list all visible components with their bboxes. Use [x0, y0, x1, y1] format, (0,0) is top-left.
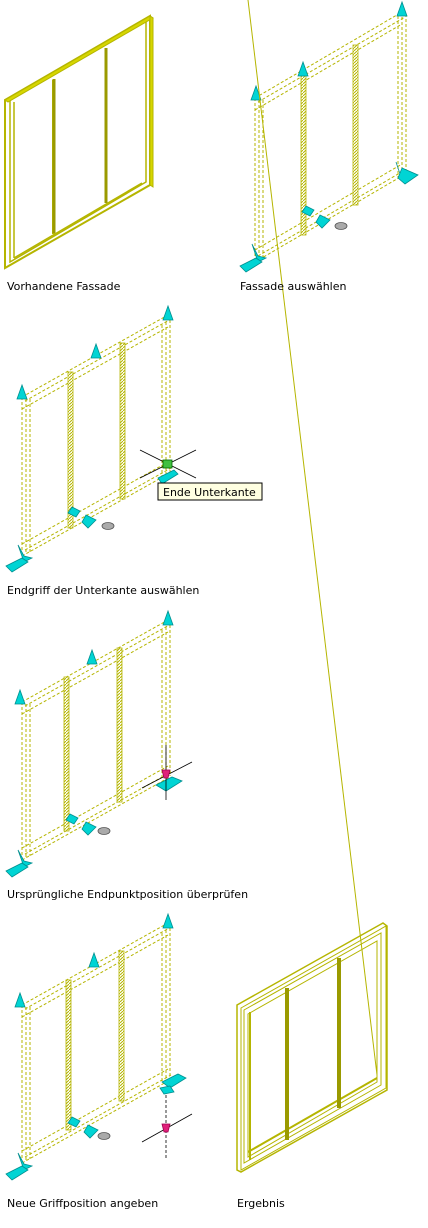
- facade-panel4: [21, 619, 172, 861]
- grips-panel2[interactable]: [239, 0, 419, 273]
- crosshair-panel4: [141, 745, 193, 800]
- caption-select-end-grip: Endgriff der Unterkante auswählen: [7, 584, 199, 597]
- mullions-panel5: [65, 950, 125, 1131]
- tooltip-end-bottom: Ende Unterkante: [157, 482, 263, 501]
- grips-panel5[interactable]: [5, 912, 187, 1181]
- caption-result: Ergebnis: [237, 1197, 285, 1210]
- facade-panel5: [21, 922, 172, 1164]
- facade-panel3: [21, 314, 172, 557]
- crosshair-panel5: [141, 1095, 193, 1160]
- mullions-panel4: [63, 647, 123, 832]
- caption-check-endpoint: Ursprüngliche Endpunktposition überprüfe…: [7, 888, 248, 901]
- selected-facade: [254, 11, 407, 263]
- crosshair-panel3: [139, 449, 197, 479]
- caption-new-grip-position: Neue Griffposition angeben: [7, 1197, 158, 1210]
- caption-existing-facade: Vorhandene Fassade: [7, 280, 121, 293]
- result-facade: [236, 0, 388, 1173]
- caption-select-facade: Fassade auswählen: [240, 280, 346, 293]
- existing-facade: [4, 14, 154, 270]
- mullions-panel3: [67, 342, 126, 529]
- grips-panel4[interactable]: [5, 609, 183, 878]
- grips-panel3[interactable]: [5, 304, 179, 573]
- tooltip-label: Ende Unterkante: [163, 486, 256, 499]
